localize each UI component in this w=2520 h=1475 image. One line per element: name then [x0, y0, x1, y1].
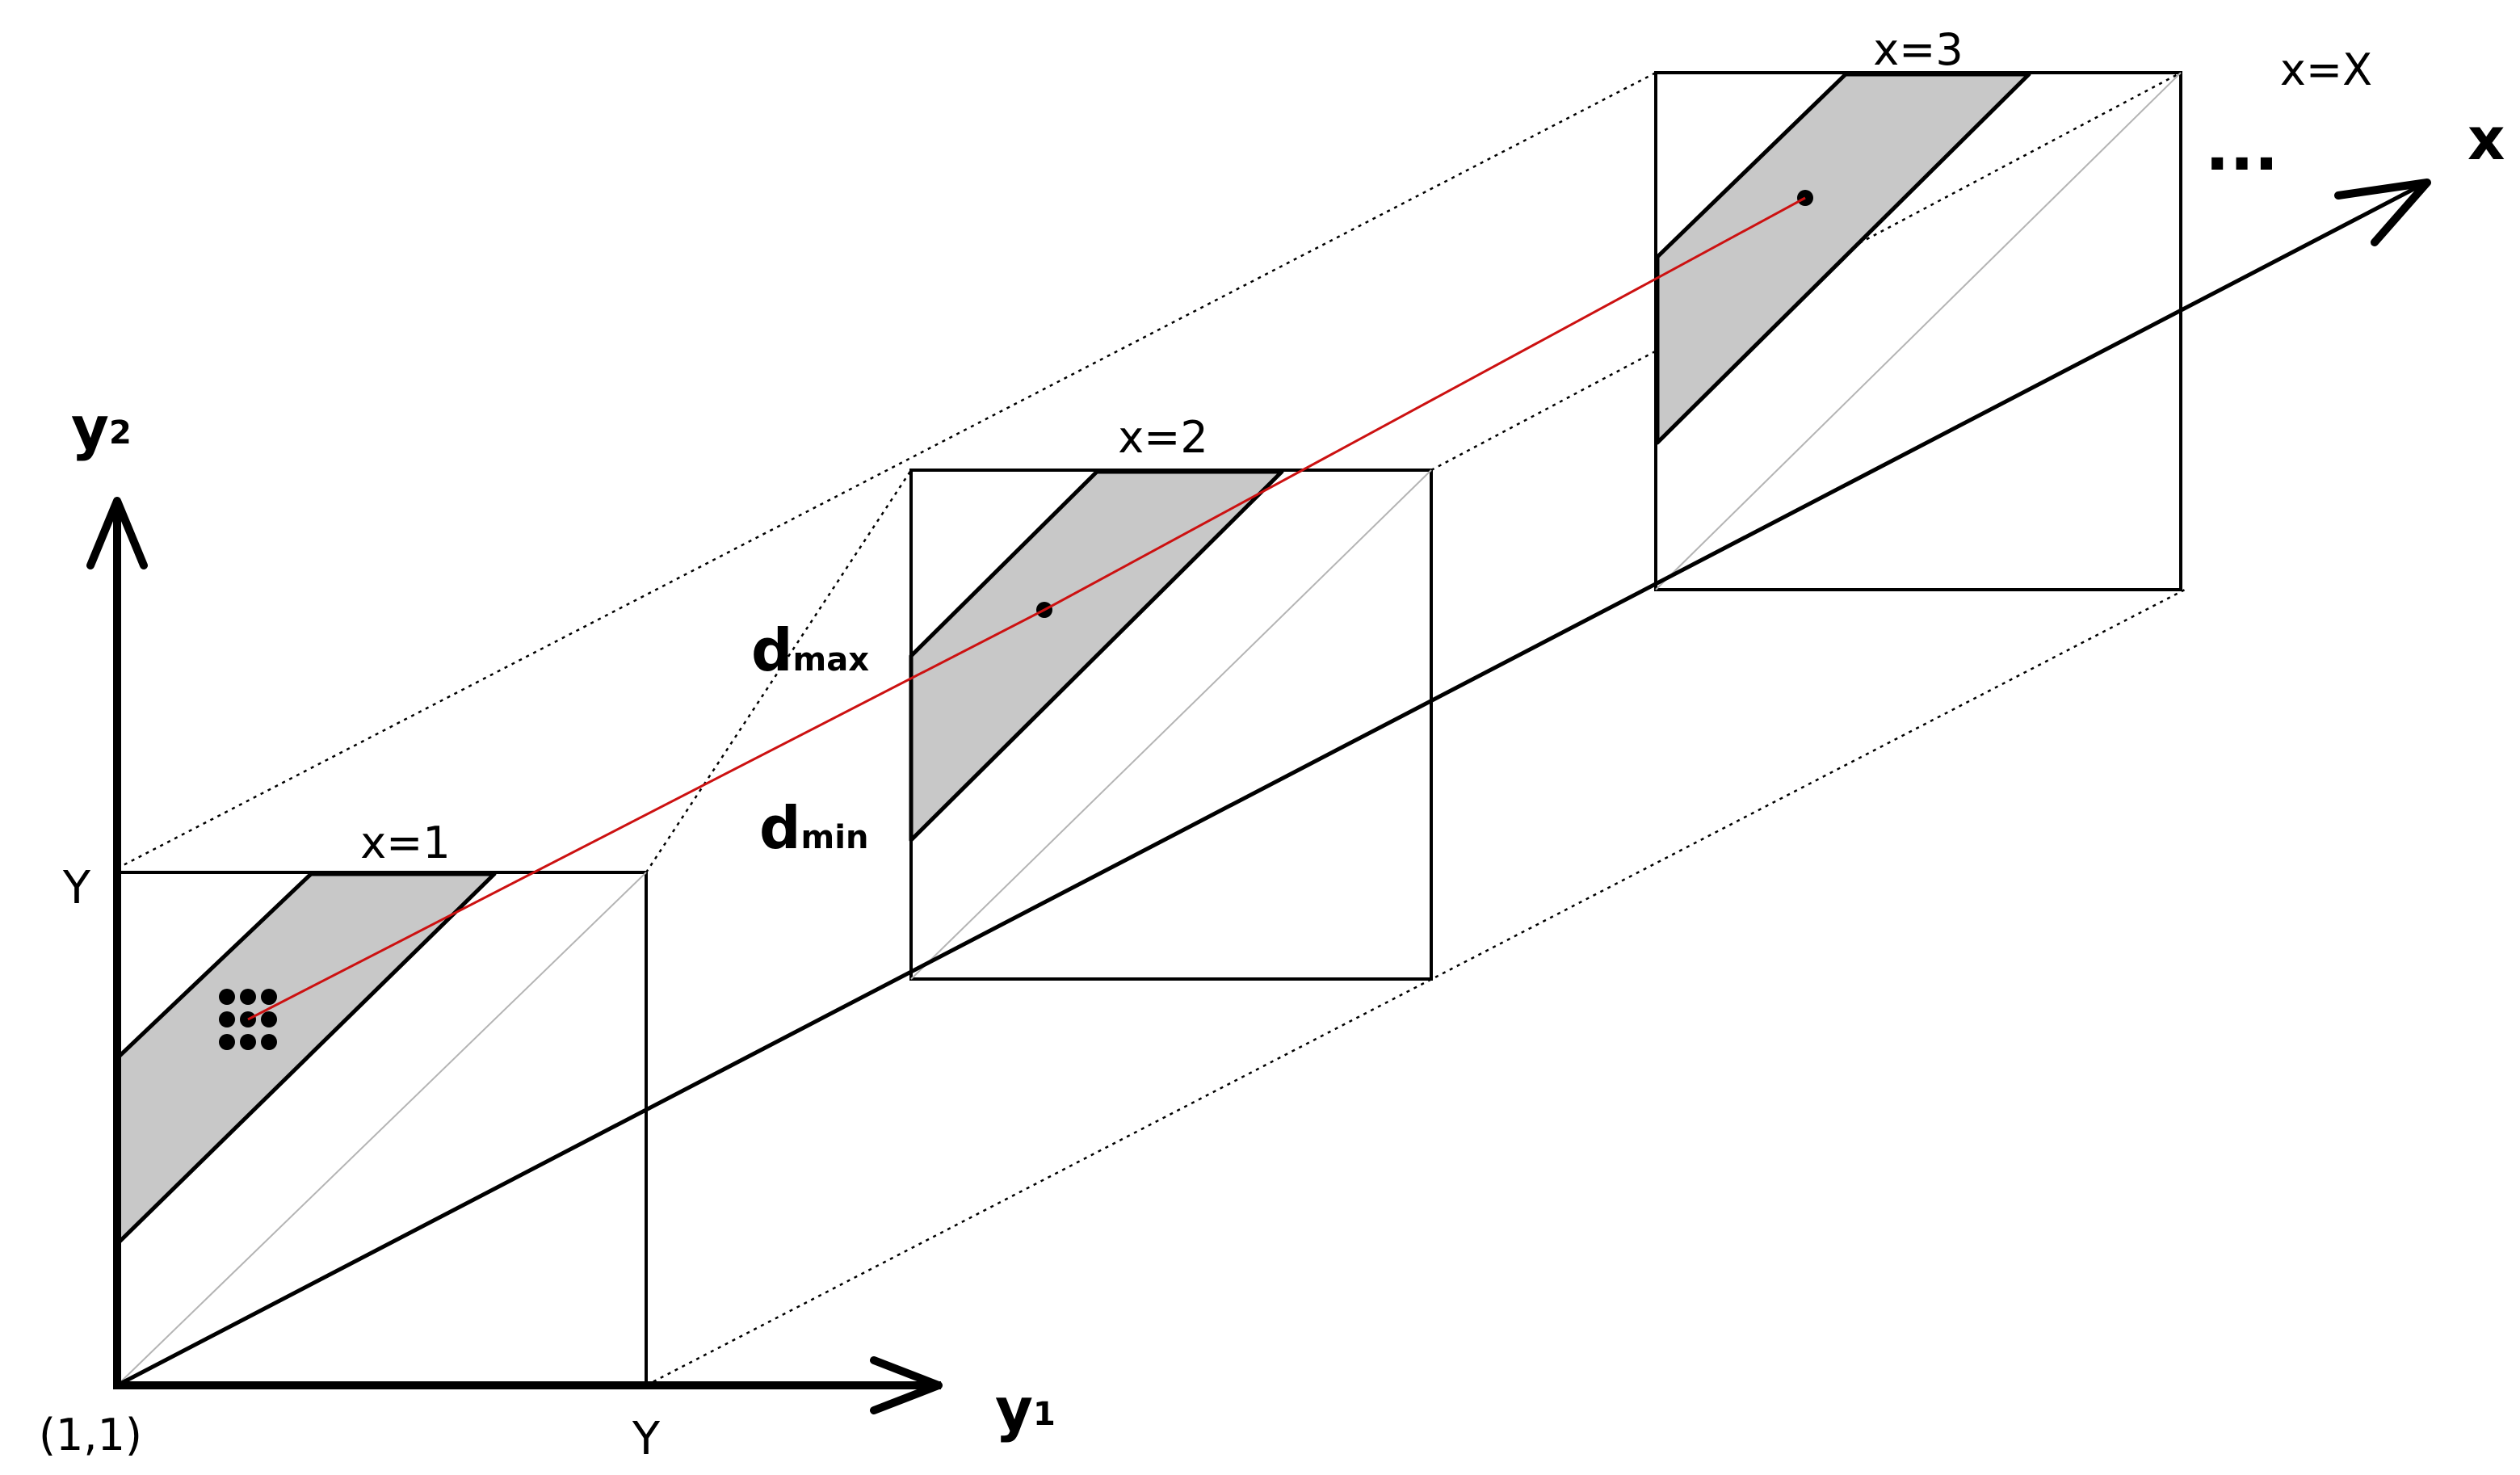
- x-axis-label: x: [2468, 105, 2505, 173]
- disparity-band: [115, 872, 497, 1246]
- slice-x2: x=2: [909, 412, 1433, 981]
- y1-axis-arrowhead: [870, 1356, 943, 1414]
- last-slice-label: x=X: [2280, 44, 2372, 95]
- x-axis-arrowhead: [2334, 179, 2431, 246]
- connector-bottom-right: [645, 588, 2186, 1387]
- slice-diagonal: [910, 469, 1432, 980]
- y2-max-label: Y: [62, 862, 91, 914]
- slice-diagonal: [1655, 72, 2182, 590]
- dmin-label: dmin: [759, 794, 868, 862]
- disparity-band: [909, 469, 1284, 843]
- disparity-band: [1655, 72, 2031, 445]
- pixel-grid-dots: [219, 989, 277, 1050]
- origin-label: (1,1): [39, 1410, 142, 1460]
- ellipsis-text: ...: [2205, 110, 2278, 185]
- y2-axis-arrowhead: [86, 497, 148, 569]
- connector-top-left: [116, 71, 1657, 870]
- x-axis: x: [116, 105, 2505, 1388]
- slice-label: x=1: [360, 817, 451, 868]
- y2-axis-label: y2: [71, 394, 132, 462]
- y1-axis: y1 Y: [113, 1356, 1056, 1465]
- y2-axis: y2 Y: [62, 394, 148, 1389]
- ellipsis: ...: [2205, 110, 2278, 185]
- slice-diagonal: [116, 872, 647, 1386]
- disparity-path: [247, 196, 1806, 1021]
- y1-axis-label: y1: [995, 1376, 1056, 1443]
- dmax-label: dmax: [751, 616, 869, 684]
- slice-x1: x=1: [115, 817, 648, 1387]
- slice-label: x=3: [1873, 24, 1964, 75]
- slice-label: x=2: [1118, 412, 1208, 463]
- y1-max-label: Y: [632, 1413, 661, 1465]
- dotted-connectors: [116, 71, 2186, 1387]
- slice-x3: x=3: [1654, 24, 2182, 591]
